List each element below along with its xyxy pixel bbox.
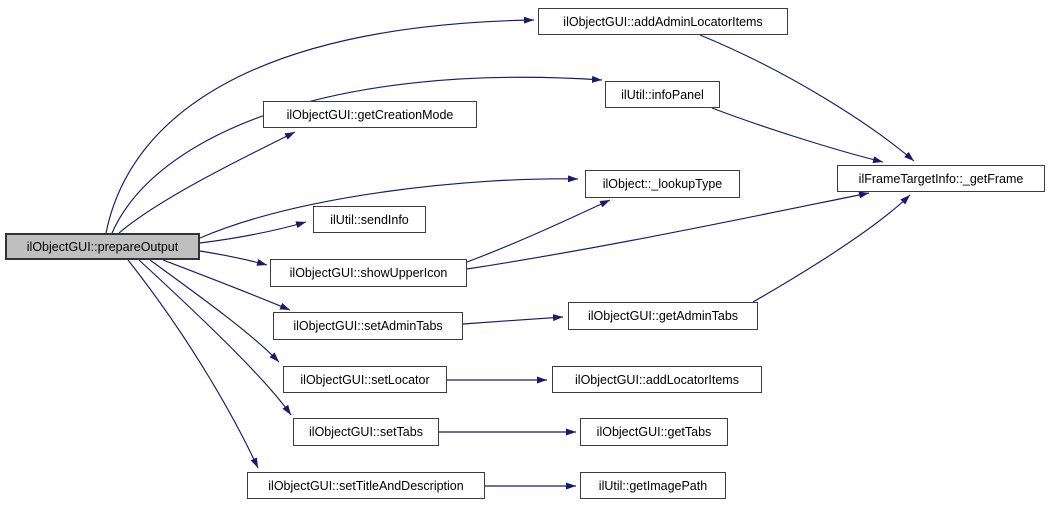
edge-prepareOutput-to-setTabs xyxy=(138,259,292,416)
node-setTitleAndDescription[interactable]: ilObjectGUI::setTitleAndDescription xyxy=(247,472,485,499)
edge-prepareOutput-to-lookupType xyxy=(199,175,579,239)
node-setAdminTabs[interactable]: ilObjectGUI::setAdminTabs xyxy=(273,312,463,340)
edge-showUpperIcon-to-getFrame xyxy=(466,191,870,270)
edge-getAdminTabs-to-getFrame xyxy=(752,194,911,303)
node-getAdminTabs[interactable]: ilObjectGUI::getAdminTabs xyxy=(568,302,758,330)
node-showUpperIcon[interactable]: ilObjectGUI::showUpperIcon xyxy=(270,259,467,287)
node-lookupType[interactable]: ilObject::_lookupType xyxy=(585,170,740,198)
node-prepareOutput: ilObjectGUI::prepareOutput xyxy=(5,233,200,260)
edge-prepareOutput-to-showUpperIcon xyxy=(199,250,268,266)
node-setTabs[interactable]: ilObjectGUI::setTabs xyxy=(293,418,439,446)
edge-prepareOutput-to-setAdminTabs xyxy=(162,259,291,311)
node-setLocator[interactable]: ilObjectGUI::setLocator xyxy=(283,366,447,393)
edge-setAdminTabs-to-getAdminTabs xyxy=(462,314,564,325)
node-getImagePath[interactable]: ilUtil::getImagePath xyxy=(580,472,726,499)
node-addLocatorItems[interactable]: ilObjectGUI::addLocatorItems xyxy=(552,366,762,393)
node-getCreationMode[interactable]: ilObjectGUI::getCreationMode xyxy=(263,101,477,128)
edge-infoPanel-to-getFrame xyxy=(711,107,884,164)
edge-prepareOutput-to-sendInfo xyxy=(199,221,307,244)
edge-prepareOutput-to-addAdminLocatorItems xyxy=(105,16,535,234)
node-sendInfo[interactable]: ilUtil::sendInfo xyxy=(313,206,426,233)
edge-showUpperIcon-to-lookupType xyxy=(466,199,611,263)
node-getFrame[interactable]: ilFrameTargetInfo::_getFrame xyxy=(837,165,1045,192)
edges-group xyxy=(105,16,915,490)
edge-prepareOutput-to-setTitleAndDescription xyxy=(127,259,259,469)
node-addAdminLocatorItems[interactable]: ilObjectGUI::addAdminLocatorItems xyxy=(538,8,788,35)
edge-addAdminLocatorItems-to-getFrame xyxy=(699,34,915,162)
edge-prepareOutput-to-getCreationMode xyxy=(118,131,296,234)
node-getTabs[interactable]: ilObjectGUI::getTabs xyxy=(580,418,728,446)
node-infoPanel[interactable]: ilUtil::infoPanel xyxy=(605,81,720,108)
edge-prepareOutput-to-setLocator xyxy=(149,259,280,363)
